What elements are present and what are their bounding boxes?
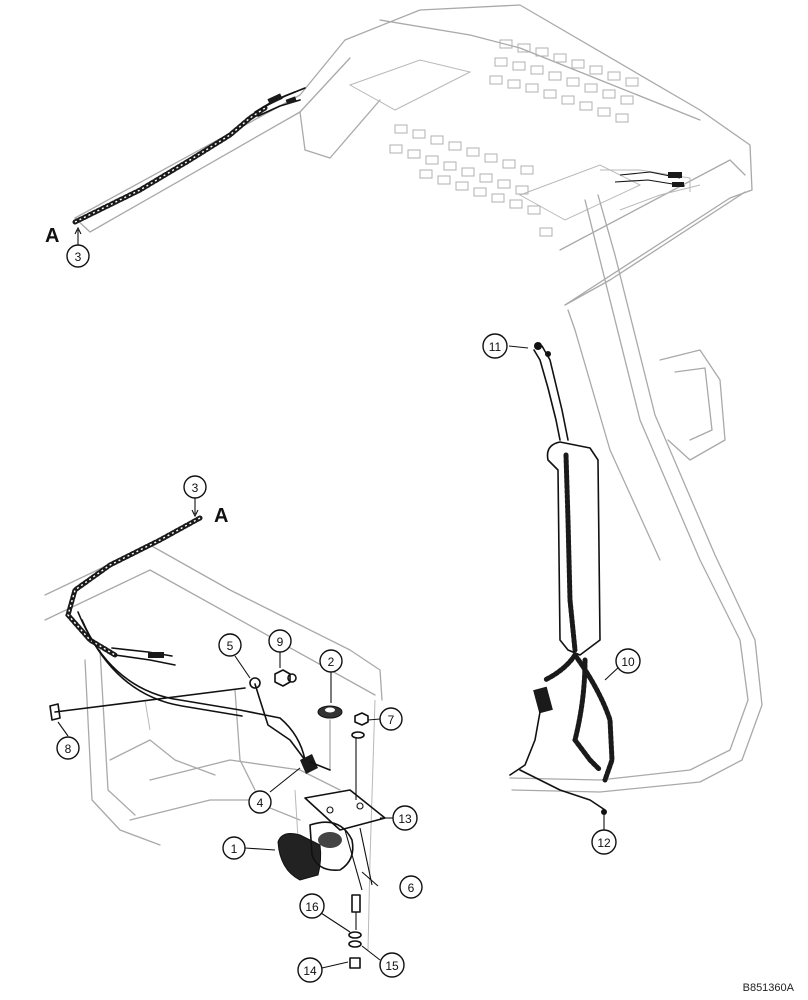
leader-lines: [57, 226, 622, 969]
callout-6-label: 6: [408, 881, 415, 895]
callout-14: 14: [297, 957, 323, 983]
callout-16-label: 16: [305, 900, 319, 914]
reference-letter-a-upper: A: [45, 225, 59, 247]
nut-9: [274, 669, 297, 687]
cab-lower-frame-outline: [44, 544, 383, 951]
callout-12: 12: [591, 829, 617, 855]
callout-3-upper-label: 3: [75, 250, 82, 264]
callout-3-lower-label: 3: [192, 481, 199, 495]
callout-7: 7: [379, 707, 403, 731]
callout-15-label: 15: [385, 959, 399, 973]
callout-2-label: 2: [328, 655, 335, 669]
roof-grille-lower: [389, 124, 553, 237]
callout-1-label: 1: [231, 842, 238, 856]
callout-10-label: 10: [621, 655, 635, 669]
figure-code: B851360A: [742, 982, 794, 994]
callout-16: 16: [299, 893, 325, 919]
callout-8-label: 8: [65, 742, 72, 756]
callout-10: 10: [615, 648, 641, 674]
upper-harness-3: [72, 87, 306, 225]
callout-12-label: 12: [597, 836, 611, 850]
callout-15: 15: [379, 952, 405, 978]
callout-3-lower: 3: [183, 475, 207, 499]
callout-9: 9: [268, 629, 292, 653]
washers-15-16: [348, 931, 362, 969]
pillar-harness-10: [509, 342, 615, 815]
callout-9-label: 9: [277, 635, 284, 649]
lower-harness-3: [65, 515, 306, 761]
bolt-6: [351, 894, 361, 930]
reference-letter-a-lower: A: [214, 505, 228, 527]
callout-5-label: 5: [227, 639, 234, 653]
cab-roof-outline: [74, 4, 753, 306]
callout-11-label: 11: [489, 340, 502, 354]
cab-pillar-outline: [509, 184, 763, 793]
nut-7: [351, 712, 369, 800]
bolt-8: [49, 687, 246, 721]
ground-wire-5: [249, 677, 306, 761]
callout-11: 11: [482, 333, 508, 359]
callout-6: 6: [399, 875, 423, 899]
callout-4-label: 4: [257, 796, 264, 810]
callout-5: 5: [218, 633, 242, 657]
callout-13-label: 13: [398, 812, 412, 826]
callout-7-label: 7: [388, 713, 395, 727]
callout-14-label: 14: [303, 964, 317, 978]
callout-4: 4: [248, 790, 272, 814]
roof-right-connectors: [614, 171, 686, 187]
roof-grille-upper: [489, 39, 639, 123]
callout-3-upper: 3: [66, 244, 90, 268]
callout-1: 1: [222, 836, 246, 860]
callout-2: 2: [319, 649, 343, 673]
connector-4: [300, 754, 331, 774]
grommet-2: [317, 705, 343, 771]
callout-8: 8: [56, 736, 80, 760]
callout-13: 13: [392, 805, 418, 831]
horn-bracket-13: [304, 789, 386, 891]
horn-1: [277, 821, 354, 881]
